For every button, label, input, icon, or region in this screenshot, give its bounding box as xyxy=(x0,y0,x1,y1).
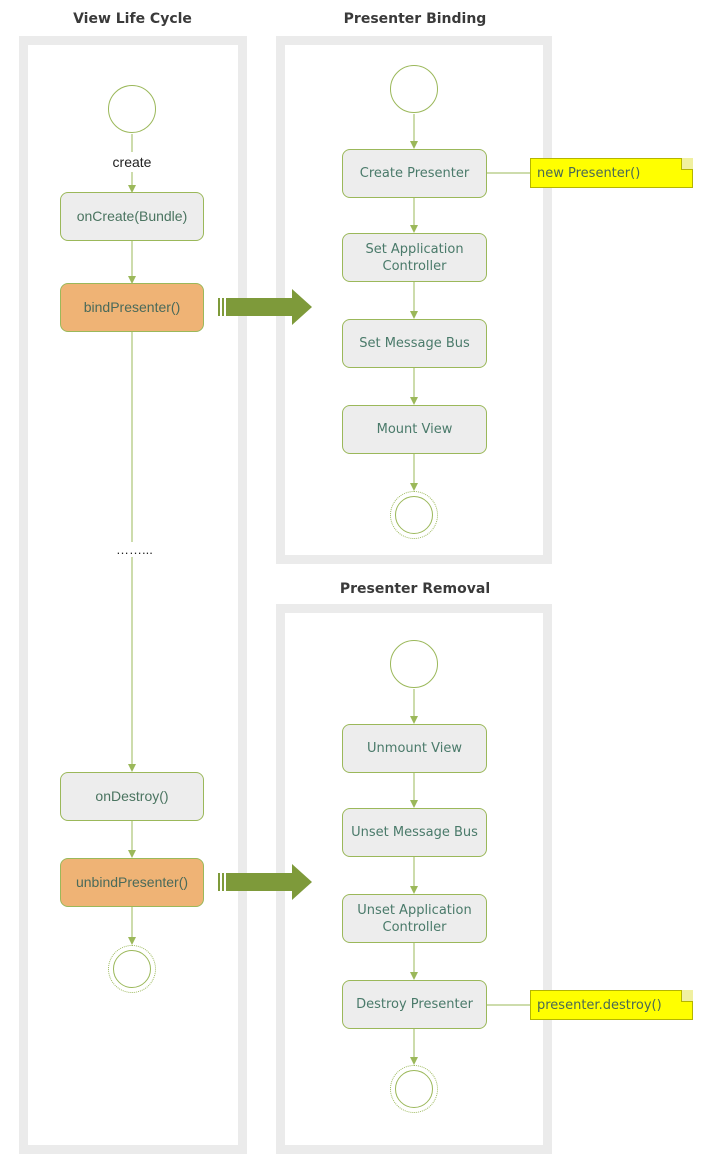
mount-view-node: Mount View xyxy=(342,405,487,454)
note-presenter-destroy: presenter.destroy() xyxy=(530,990,693,1020)
on-destroy-node: onDestroy() xyxy=(60,772,204,821)
unbind-presenter-node: unbindPresenter() xyxy=(60,858,204,907)
set-message-bus-node: Set Message Bus xyxy=(342,319,487,368)
ellipsis-label: ……... xyxy=(116,542,156,557)
binding-start-node xyxy=(390,65,438,113)
view-end-node xyxy=(108,945,156,993)
set-application-controller-node: Set Application Controller xyxy=(342,233,487,282)
on-create-node: onCreate(Bundle) xyxy=(60,192,204,241)
lane-presenter-binding xyxy=(276,36,552,564)
lane-title-presenter-removal: Presenter Removal xyxy=(339,581,491,597)
unmount-view-node: Unmount View xyxy=(342,724,487,773)
destroy-presenter-node: Destroy Presenter xyxy=(342,980,487,1029)
removal-end-node xyxy=(390,1065,438,1113)
view-start-node xyxy=(108,85,156,133)
unset-message-bus-node: Unset Message Bus xyxy=(342,808,487,857)
removal-start-node xyxy=(390,640,438,688)
note-new-presenter: new Presenter() xyxy=(530,158,693,188)
bind-presenter-node: bindPresenter() xyxy=(60,283,204,332)
create-presenter-node: Create Presenter xyxy=(342,149,487,198)
create-label: create xyxy=(104,153,160,171)
note-new-presenter-fold xyxy=(681,158,693,170)
binding-end-node xyxy=(390,491,438,539)
unset-application-controller-node: Unset Application Controller xyxy=(342,894,487,943)
note-presenter-destroy-fold xyxy=(681,990,693,1002)
lane-title-view-life-cycle: View Life Cycle xyxy=(73,11,192,27)
lane-title-presenter-binding: Presenter Binding xyxy=(343,11,487,27)
